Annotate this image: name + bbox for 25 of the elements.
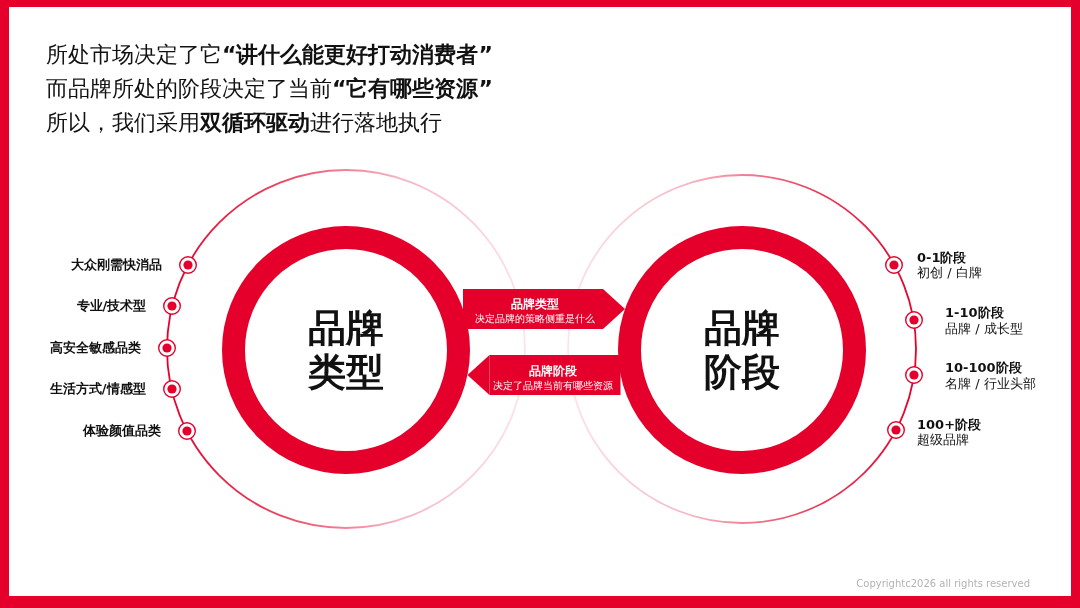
stage-label: 10-100阶段: [945, 360, 1022, 376]
intro-text: 而品牌所处的阶段决定了当前“它有哪些资源”: [46, 75, 493, 103]
category-label: 大众刚需快消品: [70, 257, 162, 273]
category-label: 生活方式/情感型: [49, 381, 146, 397]
arrow: [467, 355, 621, 395]
node-title: 品牌阶段: [703, 306, 781, 394]
category-label: 高安全敏感品类: [50, 340, 141, 356]
category-label: 专业/技术型: [76, 298, 147, 314]
edge-label: 品牌类型决定品牌的策略侧重是什么: [475, 295, 595, 325]
stage-label: 0-1阶段: [917, 250, 967, 266]
ring-circle: [618, 226, 866, 474]
ring-circle: [222, 226, 470, 474]
stage-description: 品牌 / 成长型: [945, 321, 1023, 337]
stage-label: 100+阶段: [917, 417, 982, 433]
arrow: [463, 289, 625, 329]
node-title: 品牌类型: [307, 306, 385, 394]
stage-description: 初创 / 白牌: [917, 265, 982, 281]
category-label: 体验颜值品类: [82, 423, 161, 439]
stage-description: 超级品牌: [917, 432, 969, 448]
copyright-text: Copyrightc2026 all rights reserved: [856, 578, 1030, 590]
intro-text: 所处市场决定了它“讲什么能更好打动消费者”: [46, 41, 493, 69]
stage-description: 名牌 / 行业头部: [945, 376, 1036, 392]
edge-label: 品牌阶段决定了品牌当前有哪些资源: [493, 362, 613, 392]
stage-label: 1-10阶段: [945, 305, 1004, 321]
intro-text: 所以，我们采用双循环驱动进行落地执行: [46, 109, 442, 137]
